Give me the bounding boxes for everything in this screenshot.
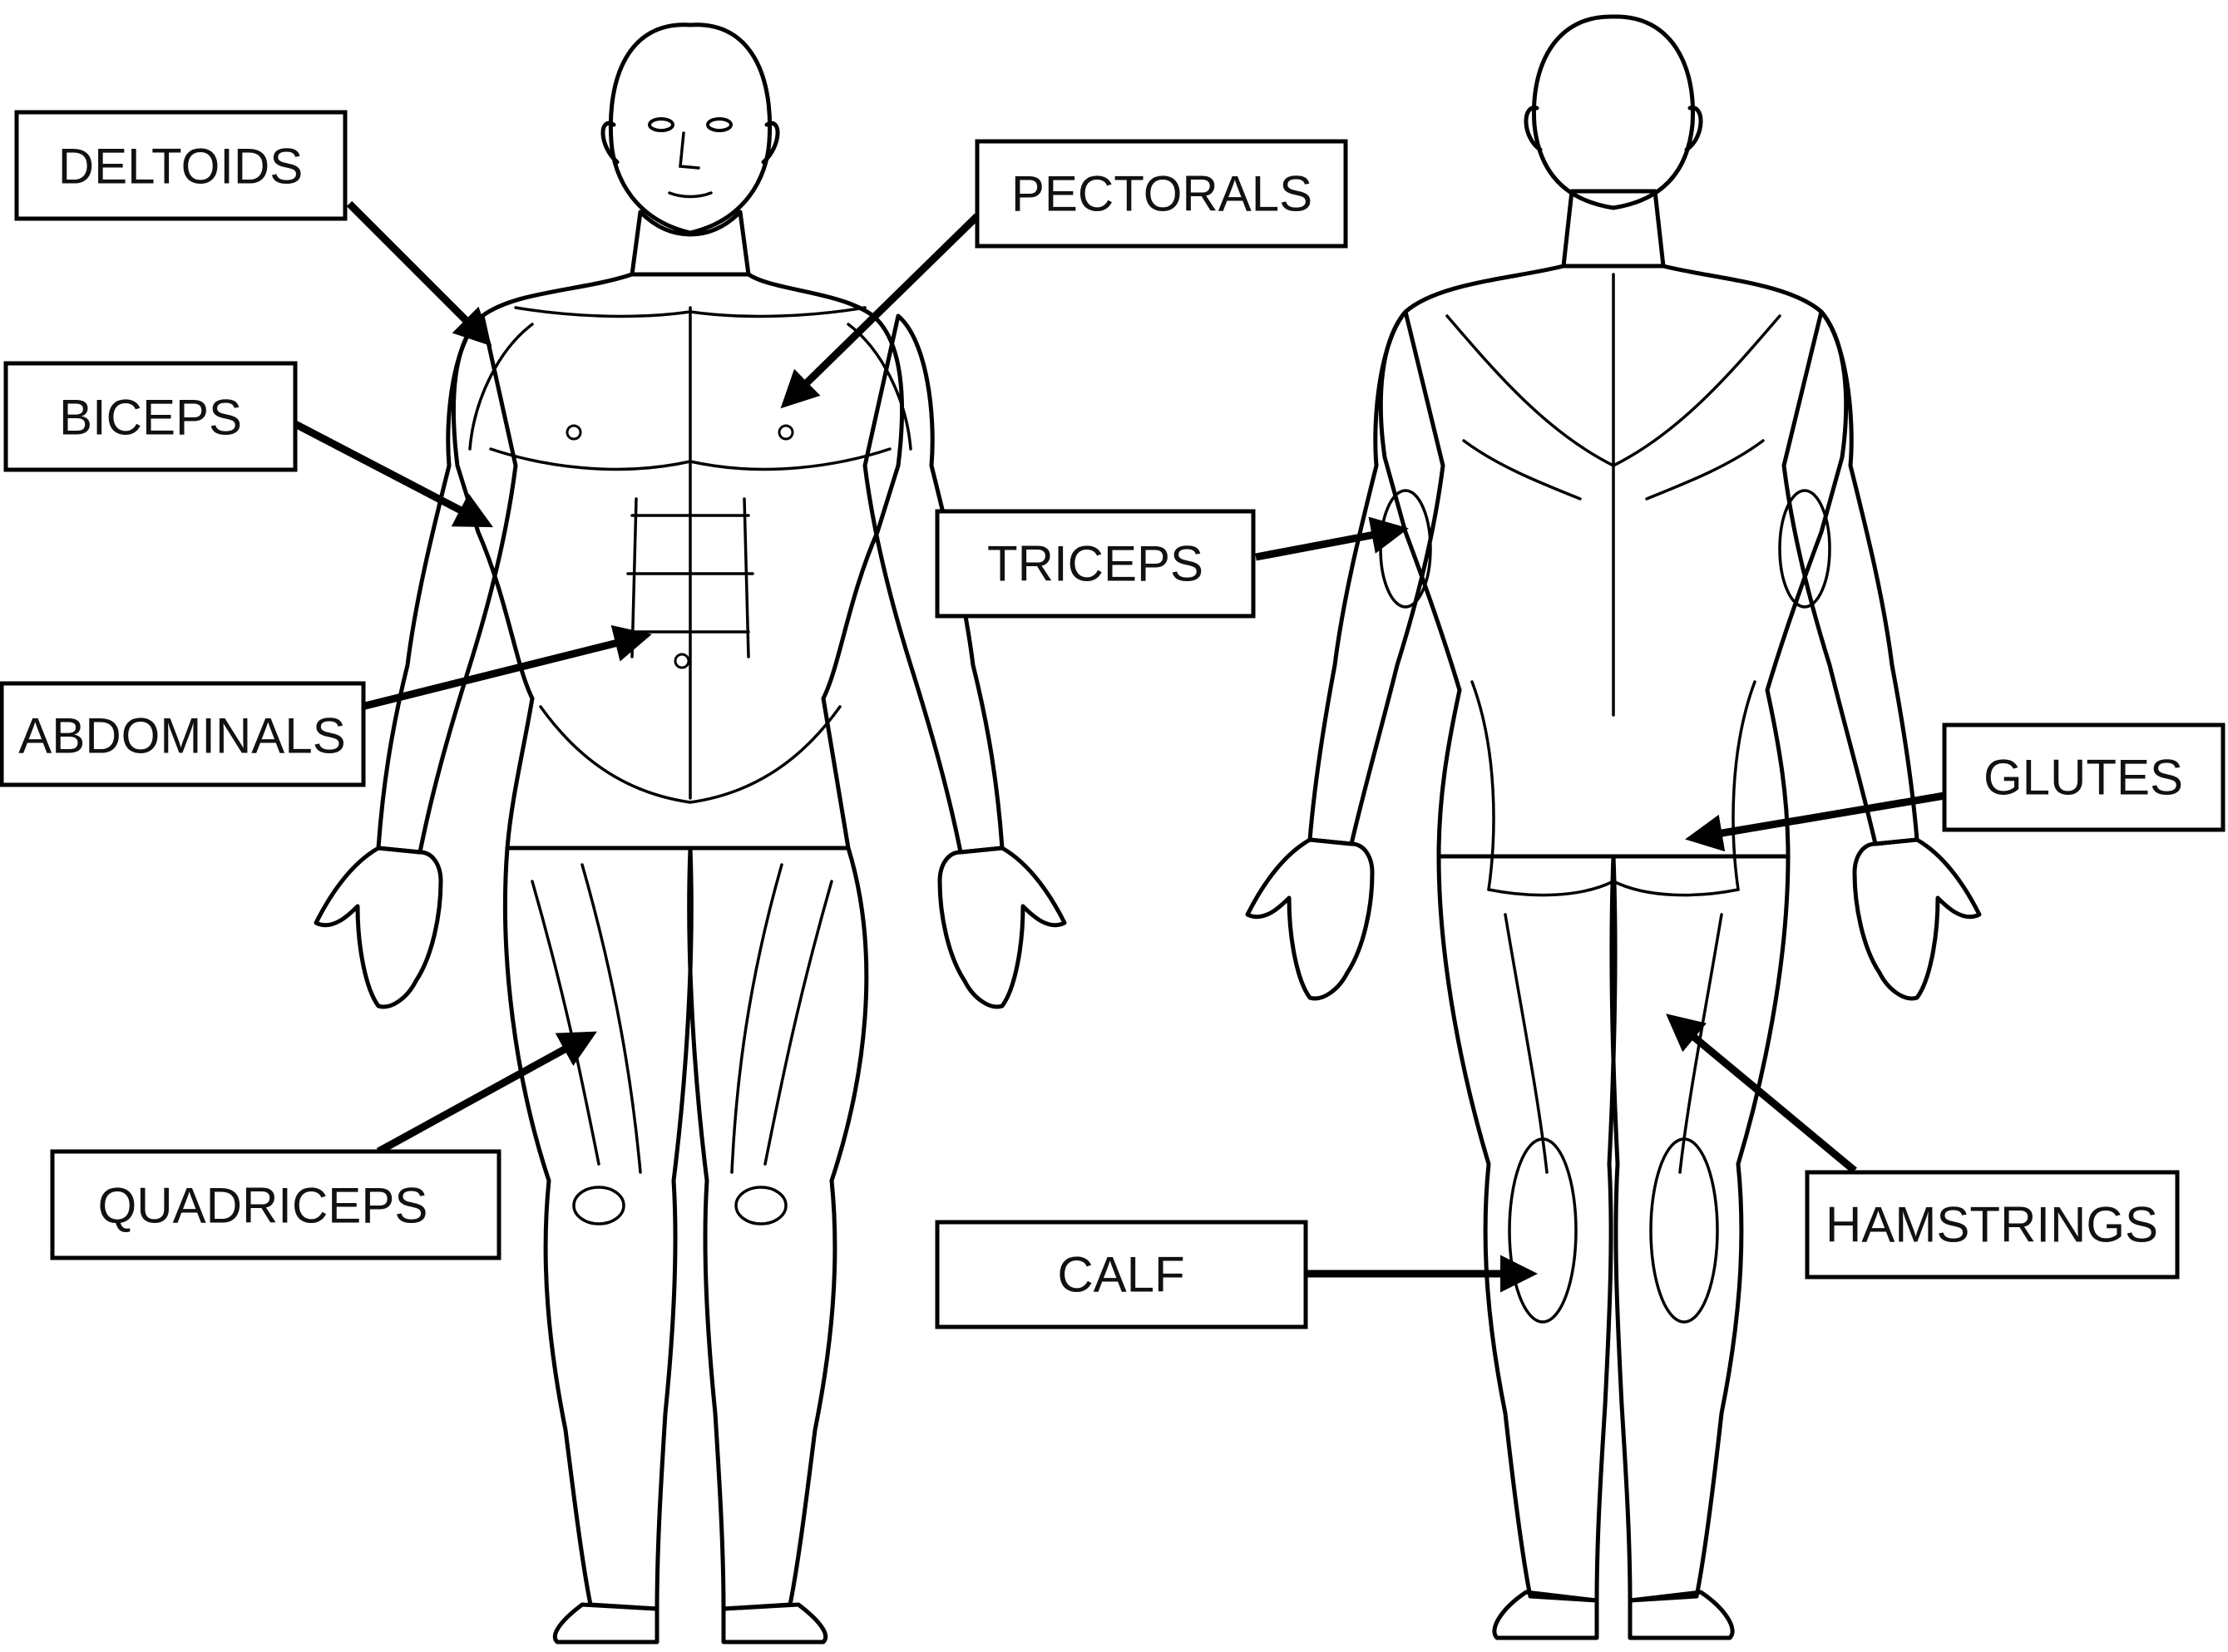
label-abdominals: ABDOMINALS [2,683,363,785]
arrow-glutes [1692,796,1944,838]
front-deltoid-left-line [470,324,532,449]
back-lat-left [1464,441,1580,499]
back-right-leg [1612,856,1788,1600]
label-arrows [295,204,1944,1274]
label-glutes-text: GLUTES [1983,750,2183,806]
back-head [1534,17,1692,208]
label-calf: CALF [937,1222,1306,1327]
label-glutes: GLUTES [1944,725,2223,830]
label-triceps: TRICEPS [937,511,1253,616]
front-right-hand [940,848,1065,1007]
label-deltoids: DELTOIDS [17,112,345,219]
front-knee-right [736,1187,786,1224]
label-quadriceps: QUADRICEPS [52,1151,499,1258]
front-quad-line-1 [532,881,599,1164]
label-pectorals: PECTORALS [977,141,1346,246]
arrow-quadriceps [378,1035,590,1151]
back-right-arm [1784,312,1917,844]
front-head [610,25,769,233]
front-left-foot [555,1605,657,1642]
front-nipple-right [779,426,793,439]
back-left-leg [1439,856,1615,1600]
arrow-biceps [295,424,487,524]
front-left-leg [505,848,691,1609]
label-biceps: BICEPS [6,363,295,470]
back-left-arm [1310,312,1443,844]
back-left-hand [1247,840,1372,999]
back-triceps-left [1381,491,1430,607]
back-calf-right [1651,1139,1717,1322]
label-pectorals-text: PECTORALS [1011,166,1312,222]
front-body-figure [316,25,1065,1642]
back-calf-left [1509,1139,1576,1322]
back-neck [1564,191,1663,266]
front-quad-line-4 [732,865,782,1172]
label-quadriceps-text: QUADRICEPS [98,1178,428,1234]
label-triceps-text: TRICEPS [987,536,1203,592]
label-calf-text: CALF [1057,1247,1184,1303]
arrow-pectorals [786,216,977,403]
front-right-foot [724,1605,826,1642]
back-triceps-right [1780,491,1830,607]
back-hamstring-line-1 [1505,915,1547,1172]
label-biceps-text: BICEPS [59,390,242,446]
front-right-leg [689,848,867,1609]
front-knee-left [574,1187,624,1224]
label-hamstrings-text: HAMSTRINGS [1825,1197,2158,1253]
back-right-hand [1855,840,1979,999]
back-body-figure [1247,17,1979,1638]
front-left-hand [316,848,441,1007]
front-quad-line-3 [765,881,832,1164]
label-hamstrings: HAMSTRINGS [1807,1172,2177,1277]
label-deltoids-text: DELTOIDS [58,139,304,195]
front-left-arm [378,316,516,852]
back-lat-right [1647,441,1763,499]
label-abdominals-text: ABDOMINALS [18,708,345,764]
arrow-deltoids [349,204,487,341]
front-nipple-left [567,426,580,439]
